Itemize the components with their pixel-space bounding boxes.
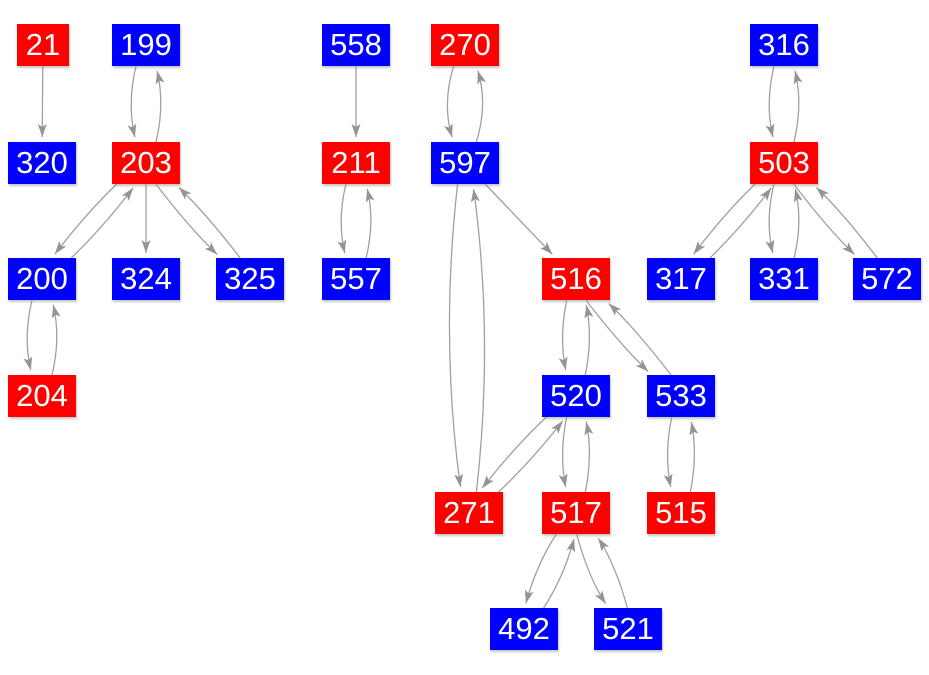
edge-203-200: [54, 183, 118, 255]
node-572: 572: [853, 258, 921, 300]
node-316: 316: [750, 24, 818, 66]
edge-203-199: [155, 70, 165, 143]
edge-516-533: [585, 299, 649, 372]
edge-516-520: [558, 299, 568, 371]
node-517: 517: [542, 492, 610, 534]
edge-271-520: [498, 420, 564, 493]
node-503: 503: [750, 142, 818, 184]
edge-200-204: [23, 299, 33, 371]
edge-331-503: [793, 188, 803, 259]
edge-597-516: [484, 183, 553, 255]
edge-317-503: [709, 187, 772, 259]
edge-597-271: [448, 183, 464, 488]
node-271: 271: [435, 492, 503, 534]
node-597: 597: [431, 142, 499, 184]
node-320: 320: [8, 142, 76, 184]
edge-520-516: [584, 304, 594, 376]
edge-557-211: [365, 188, 375, 259]
node-558: 558: [322, 24, 390, 66]
edge-271-597: [470, 188, 486, 493]
node-520: 520: [542, 375, 610, 417]
edge-517-521: [575, 533, 607, 605]
node-21: 21: [17, 24, 69, 66]
edge-21-320: [37, 65, 47, 138]
node-331: 331: [750, 258, 818, 300]
edge-572-503: [816, 187, 878, 259]
node-557: 557: [322, 258, 390, 300]
node-521: 521: [594, 608, 662, 650]
edge-503-331: [765, 183, 775, 254]
node-325: 325: [216, 258, 284, 300]
node-203: 203: [112, 142, 180, 184]
node-533: 533: [647, 375, 715, 417]
edge-199-203: [127, 65, 137, 138]
edge-503-572: [793, 183, 855, 255]
edge-520-517: [558, 416, 568, 488]
edge-200-203: [70, 187, 134, 259]
edge-597-270: [475, 70, 486, 143]
edge-520-271: [481, 416, 547, 489]
edge-492-517: [543, 538, 576, 609]
node-200: 200: [8, 258, 76, 300]
node-211: 211: [322, 142, 390, 184]
node-324: 324: [112, 258, 180, 300]
edge-211-557: [337, 183, 347, 254]
edge-503-317: [693, 183, 756, 255]
node-515: 515: [647, 492, 715, 534]
node-199: 199: [112, 24, 180, 66]
node-204: 204: [8, 375, 76, 417]
edge-521-517: [597, 537, 629, 609]
edge-325-203: [178, 187, 241, 259]
edge-203-325: [155, 183, 218, 255]
edge-515-533: [689, 421, 699, 493]
edge-503-316: [793, 70, 803, 143]
edge-204-200: [51, 304, 61, 376]
edge-517-492: [524, 533, 557, 604]
edge-533-516: [608, 303, 672, 376]
node-270: 270: [431, 24, 499, 66]
node-492: 492: [490, 608, 558, 650]
edge-270-597: [444, 65, 455, 138]
edge-517-520: [584, 421, 594, 493]
node-516: 516: [542, 258, 610, 300]
edge-533-515: [663, 416, 673, 488]
edge-316-503: [765, 65, 775, 138]
node-317: 317: [647, 258, 715, 300]
